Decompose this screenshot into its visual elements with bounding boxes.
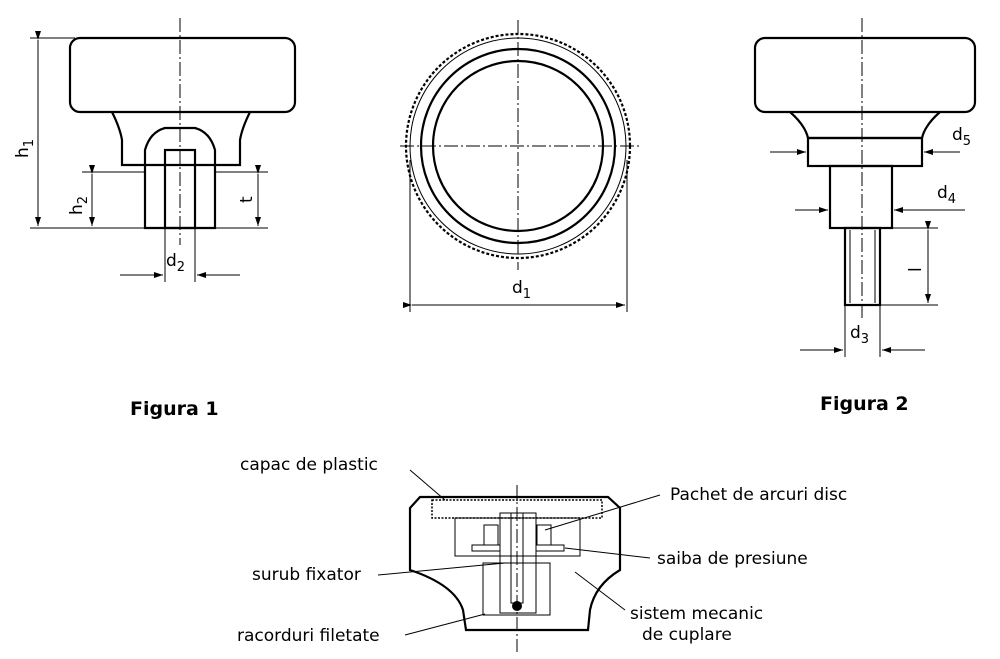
shaft xyxy=(828,164,894,230)
knob-head xyxy=(68,36,297,114)
collar xyxy=(806,136,924,168)
label-coupling-mechanism-1: sistem mecanic xyxy=(630,604,763,624)
knob-head xyxy=(753,36,977,114)
figure-2-side-view: d5 d4 l d3 Figura 2 xyxy=(753,18,977,415)
label-plastic-cap: capac de plastic xyxy=(240,455,378,475)
figure-1-caption: Figura 1 xyxy=(130,398,219,420)
threaded-insert xyxy=(143,126,217,230)
label-disc-spring-pack: Pachet de arcuri disc xyxy=(670,485,847,505)
pressure-washer xyxy=(471,544,501,552)
top-view: d1 xyxy=(400,20,640,312)
dim-d3: d3 xyxy=(850,323,869,347)
label-pressure-washer: saiba de presiune xyxy=(657,549,808,569)
dim-d1: d1 xyxy=(512,278,531,302)
figure-1-side-view: h1 h2 t d2 Figura 1 xyxy=(13,18,297,420)
label-coupling-mechanism-2: de cuplare xyxy=(642,625,732,645)
knob-body-section xyxy=(408,495,622,632)
dim-l: l xyxy=(906,267,926,272)
section-view: capac de plastic Pachet de arcuri disc s… xyxy=(237,455,847,652)
dim-d2: d2 xyxy=(166,251,185,275)
dim-d5: d5 xyxy=(952,125,971,149)
dim-d4: d4 xyxy=(937,183,956,207)
label-fixing-screw: surub fixator xyxy=(252,565,361,585)
dim-h2: h2 xyxy=(67,196,91,215)
knob-neck xyxy=(111,111,251,167)
dim-t: t xyxy=(237,196,257,203)
figure-2-caption: Figura 2 xyxy=(820,393,909,415)
label-threaded-connections: racorduri filetate xyxy=(237,626,380,646)
dim-h1: h1 xyxy=(13,139,37,158)
